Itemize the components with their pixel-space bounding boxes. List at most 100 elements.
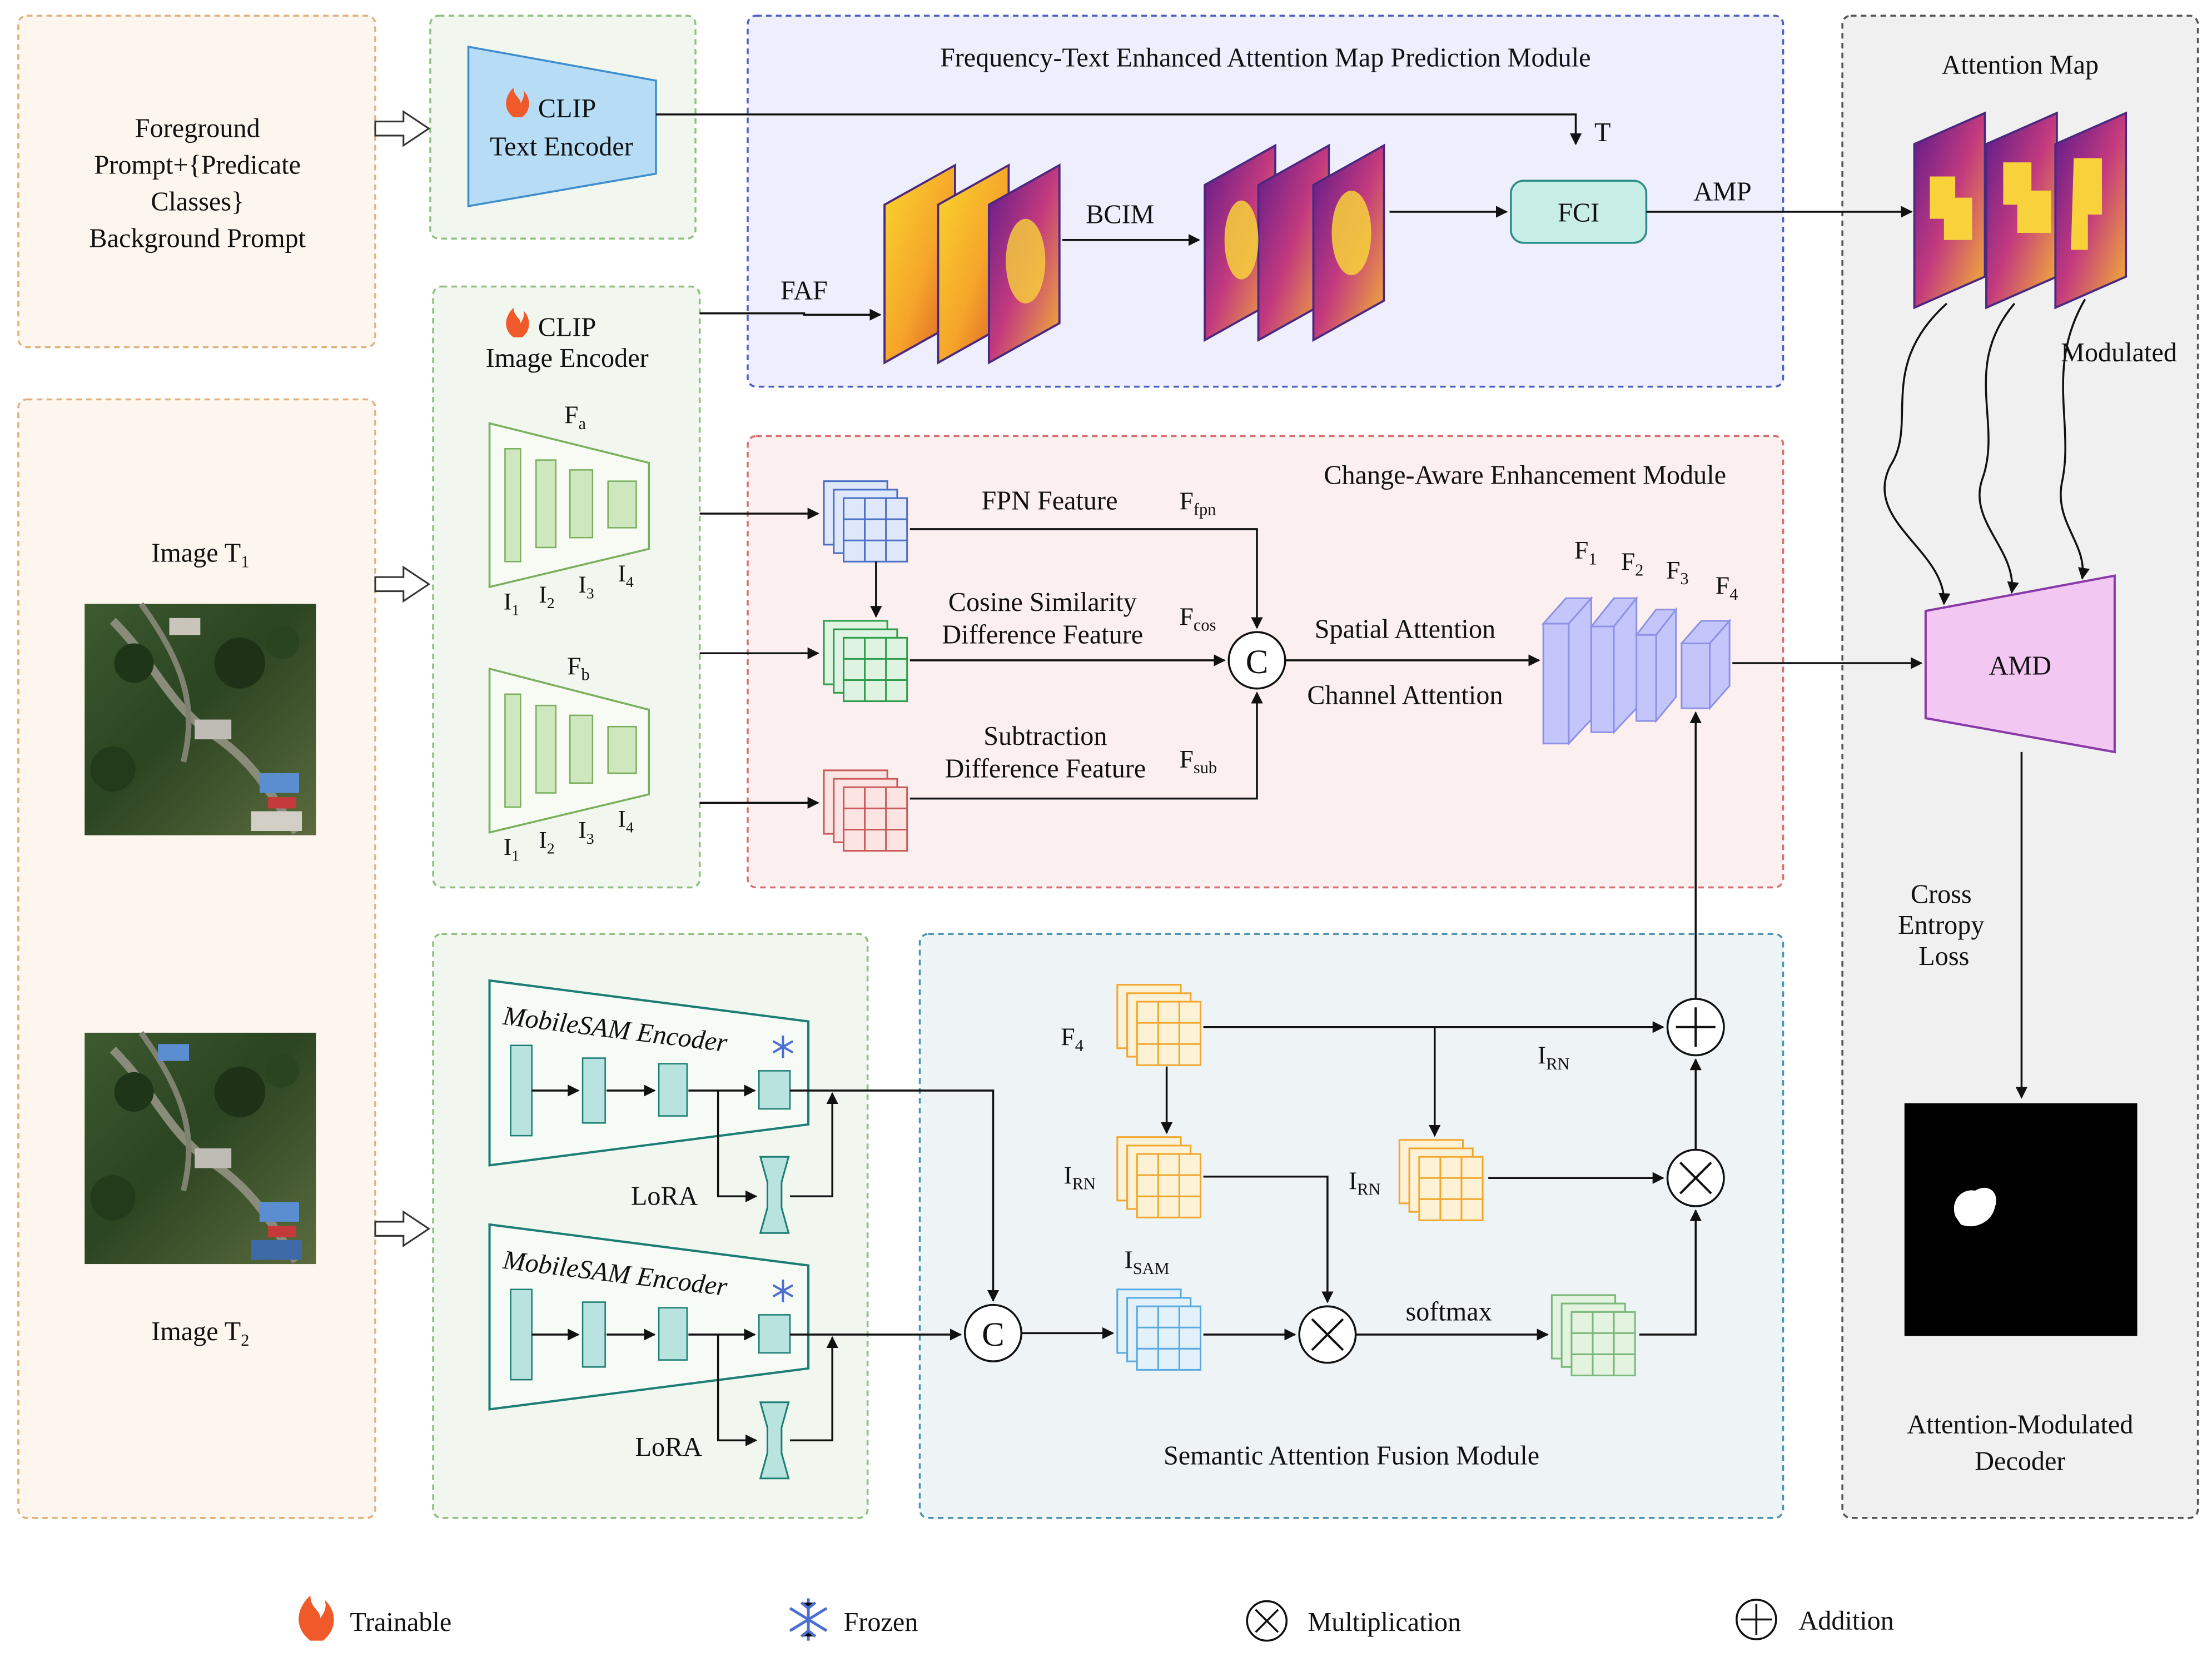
fci-label: FCI bbox=[1558, 198, 1599, 228]
image-t1-label: Image T1 bbox=[151, 538, 249, 571]
f1-label: F1 bbox=[1574, 536, 1597, 568]
level-i1-b: I1 bbox=[504, 834, 519, 864]
faf-heatmaps bbox=[883, 163, 1061, 365]
fa-label: Fa bbox=[564, 401, 586, 433]
fb-label: Fb bbox=[567, 651, 590, 684]
f2-label: F2 bbox=[1621, 548, 1644, 580]
sub-label-line-1: Subtraction bbox=[983, 721, 1107, 751]
lora-label-2: LoRA bbox=[635, 1432, 703, 1462]
prompt-line-2: Prompt+{Predicate bbox=[94, 150, 301, 180]
loss-line-2: Entropy bbox=[1898, 910, 1984, 940]
clip-image-encoder-a bbox=[488, 422, 650, 589]
legend-addition: Addition bbox=[1798, 1606, 1893, 1635]
output-mask bbox=[1904, 1103, 2138, 1336]
faf-label: FAF bbox=[781, 276, 828, 305]
image-t1 bbox=[84, 602, 316, 835]
decoder-name-line-2: Decoder bbox=[1975, 1447, 2065, 1476]
attention-map-title: Attention Map bbox=[1942, 50, 2099, 79]
level-i2-b: I2 bbox=[539, 827, 554, 857]
lora-block-2 bbox=[759, 1401, 790, 1480]
clip-image-line-1: CLIP bbox=[538, 312, 596, 342]
level-i4-a: I4 bbox=[618, 561, 633, 591]
cos-label-line-2: Difference Feature bbox=[942, 620, 1143, 649]
hollow-arrow-icon bbox=[374, 110, 431, 1247]
cos-symbol: Fcos bbox=[1179, 603, 1216, 635]
legend-trainable: Trainable bbox=[350, 1608, 451, 1637]
clip-text-line-1: CLIP bbox=[538, 94, 596, 123]
level-i2-a: I2 bbox=[539, 582, 554, 612]
irn-grid-right bbox=[1398, 1139, 1484, 1221]
addition-circle-icon bbox=[1666, 998, 1725, 1057]
f4-label: F4 bbox=[1716, 571, 1738, 604]
flame-icon bbox=[299, 1595, 334, 1641]
fpn-feature-grid bbox=[823, 480, 908, 563]
spatial-attention-label: Spatial Attention bbox=[1315, 614, 1495, 644]
legend-multiplication: Multiplication bbox=[1308, 1608, 1461, 1637]
decoder-name-line-1: Attention-Modulated bbox=[1907, 1410, 2133, 1440]
clip-text-encoder bbox=[467, 45, 657, 207]
safm-title: Semantic Attention Fusion Module bbox=[1164, 1441, 1539, 1470]
irn-label-left: IRN bbox=[1063, 1161, 1096, 1193]
prompt-line-4: Background Prompt bbox=[89, 223, 306, 253]
clip-text-line-2: Text Encoder bbox=[490, 132, 633, 161]
sub-symbol: Fsub bbox=[1179, 745, 1217, 777]
amp-label: AMP bbox=[1693, 177, 1751, 207]
level-i4-b: I4 bbox=[618, 806, 633, 836]
f4-safm-label: F4 bbox=[1061, 1023, 1083, 1055]
lora-label-1: LoRA bbox=[631, 1181, 698, 1211]
subtraction-feature-grid bbox=[823, 769, 908, 852]
modulated-label: Modulated bbox=[2061, 338, 2177, 367]
channel-attention-label: Channel Attention bbox=[1307, 681, 1503, 710]
concat-label-sam: C bbox=[982, 1316, 1005, 1354]
image-t2-label: Image T2 bbox=[151, 1317, 249, 1350]
clip-image-line-2: Image Encoder bbox=[486, 344, 649, 373]
cos-label-line-1: Cosine Similarity bbox=[948, 588, 1137, 617]
f4-grid bbox=[1116, 984, 1202, 1066]
level-i3-a: I3 bbox=[578, 572, 594, 602]
irn-label-right: IRN bbox=[1349, 1167, 1381, 1199]
sub-label-line-2: Difference Feature bbox=[945, 754, 1146, 784]
flame-icon bbox=[506, 87, 529, 117]
clip-image-encoder-b bbox=[488, 667, 650, 834]
level-i1-a: I1 bbox=[504, 589, 519, 619]
concat-label-caem: C bbox=[1246, 644, 1269, 681]
prompt-panel bbox=[17, 14, 376, 349]
irn-label-top: IRN bbox=[1538, 1041, 1570, 1073]
snowflake-icon bbox=[772, 1035, 794, 1058]
fpn-feature-label: FPN Feature bbox=[981, 486, 1117, 515]
bcim-heatmaps bbox=[1204, 143, 1385, 342]
ftam-title: Frequency-Text Enhanced Attention Map Pr… bbox=[940, 43, 1591, 73]
circled-times-icon bbox=[1246, 1600, 1288, 1642]
loss-line-1: Cross bbox=[1911, 879, 1972, 909]
loss-line-3: Loss bbox=[1918, 942, 1969, 971]
multiplication-circle-icon bbox=[1298, 1305, 1357, 1364]
amd-label: AMD bbox=[1989, 651, 2051, 680]
amd-block bbox=[1924, 574, 2116, 754]
image-t2 bbox=[84, 1031, 316, 1265]
softmax-label: softmax bbox=[1405, 1297, 1492, 1327]
attention-map-stack bbox=[1913, 111, 2128, 310]
circled-plus-icon bbox=[1736, 1599, 1777, 1640]
irn-grid-left bbox=[1116, 1136, 1202, 1218]
mobilesam-encoder-2 bbox=[488, 1223, 810, 1411]
snowflake-icon bbox=[772, 1279, 794, 1302]
fpn-symbol: Ffpn bbox=[1179, 486, 1216, 519]
t-label: T bbox=[1594, 118, 1610, 147]
flame-icon bbox=[506, 307, 529, 337]
prompt-line-1: Foreground bbox=[135, 113, 260, 143]
safm-panel bbox=[918, 933, 1784, 1519]
f3-label: F3 bbox=[1666, 556, 1689, 588]
bcim-label: BCIM bbox=[1086, 200, 1154, 229]
level-i3-b: I3 bbox=[578, 818, 594, 848]
caem-title: Change-Aware Enhancement Module bbox=[1324, 461, 1726, 490]
f-stack bbox=[1541, 595, 1732, 746]
isam-label: ISAM bbox=[1124, 1246, 1169, 1278]
isam-grid bbox=[1116, 1288, 1202, 1371]
softmax-grid bbox=[1550, 1294, 1636, 1377]
prompt-line-3: Classes} bbox=[151, 187, 244, 216]
lora-block-1 bbox=[759, 1156, 790, 1234]
snowflake-icon bbox=[789, 1598, 828, 1641]
cosine-feature-grid bbox=[823, 620, 908, 703]
multiplication-circle-icon bbox=[1666, 1148, 1725, 1207]
